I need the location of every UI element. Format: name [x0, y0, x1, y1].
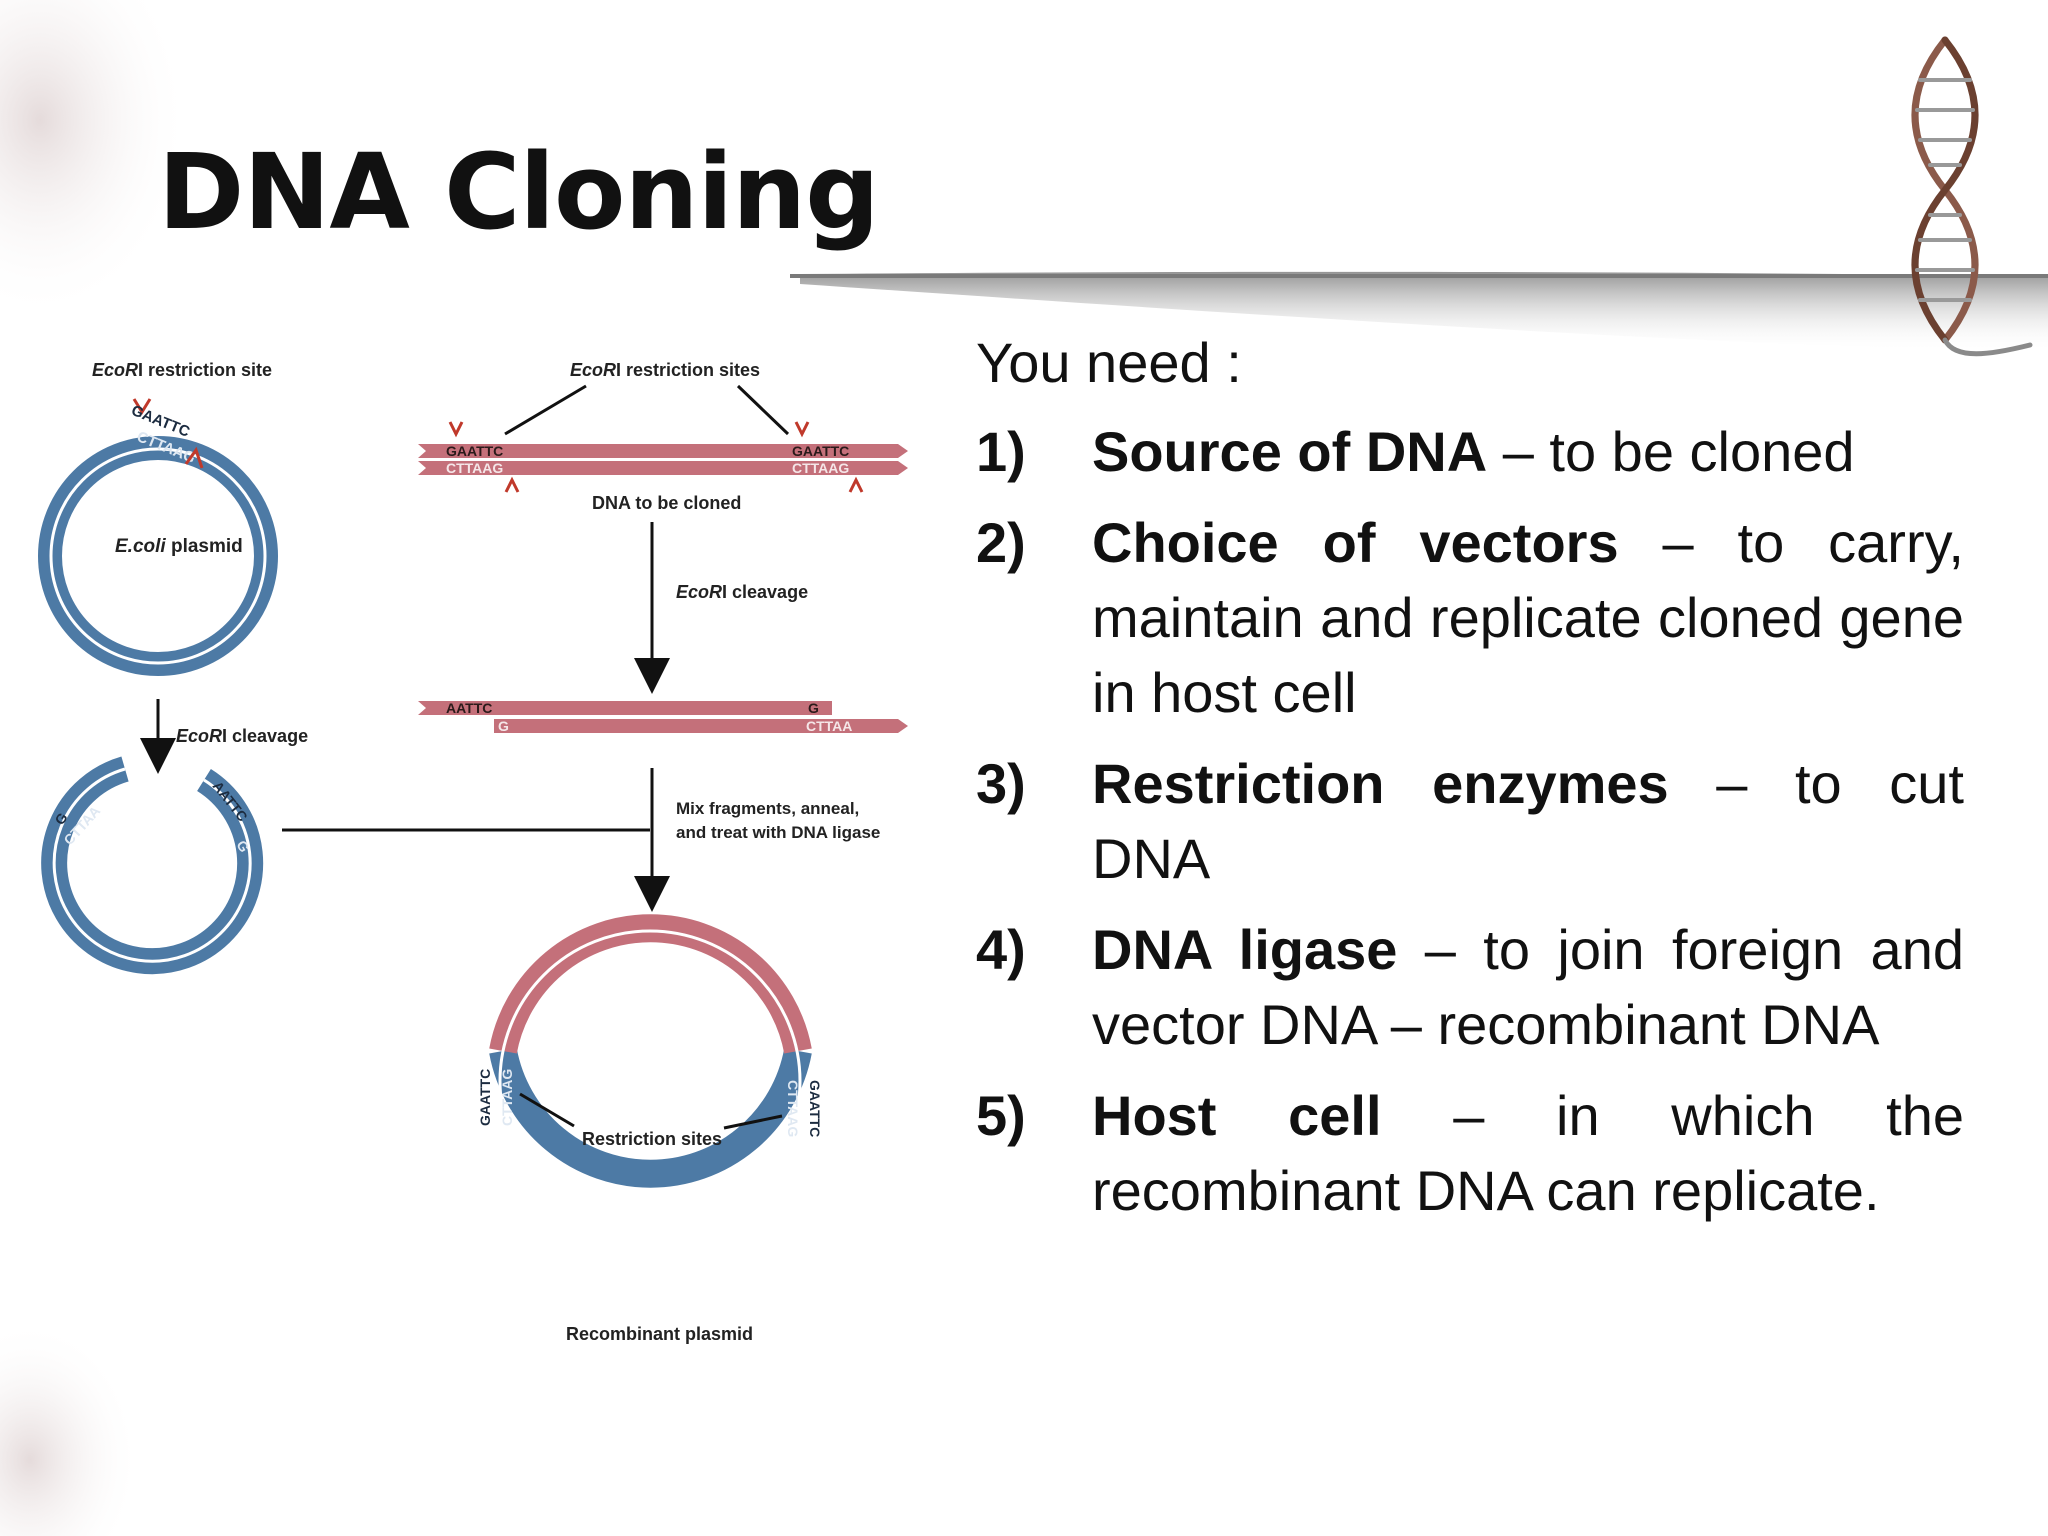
corner-blot-bottom-left	[0, 1320, 140, 1536]
cloning-diagram: EcoRI restriction site GAATTC CTTAAG E.c…	[38, 360, 908, 1344]
item-number: 5)	[976, 1084, 1026, 1147]
dna-to-be-cloned-label: DNA to be cloned	[592, 493, 741, 513]
requirement-item: 2) Choice of vectors – to carry, maintai…	[976, 505, 1964, 730]
seq-cttaag-right: CTTAAG	[792, 460, 849, 476]
seq-gaattc-right: GAATTC	[792, 443, 849, 459]
seq-cttaag-left: CTTAAG	[446, 460, 503, 476]
seq-aattc-fragment: AATTC	[446, 700, 492, 716]
cleavage-label: EcoRI cleavage	[676, 582, 808, 602]
dna-bottom-strand	[418, 461, 908, 475]
item-term: Host cell	[1092, 1084, 1382, 1147]
seq-g-fragment-top: G	[808, 700, 819, 716]
item-body: DNA ligase – to join foreign and vector …	[1092, 912, 1964, 1062]
recombinant-plasmid-label: Recombinant plasmid	[566, 1324, 753, 1344]
header-divider-band	[800, 271, 2048, 352]
seq-cttaa-fragment: CTTAA	[806, 718, 852, 734]
item-body: Host cell – in which the recombinant DNA…	[1092, 1078, 1964, 1228]
fragment-bottom-strand	[494, 719, 908, 733]
item-description: – to be cloned	[1487, 420, 1855, 483]
seq-g-fragment-bottom: G	[498, 718, 509, 734]
requirement-item: 4) DNA ligase – to join foreign and vect…	[976, 912, 1964, 1062]
recombinant-vector-arc	[489, 1048, 812, 1188]
item-number: 2)	[976, 511, 1026, 574]
recombinant-insert-arc	[489, 914, 812, 1054]
intro-text: You need :	[976, 331, 1242, 394]
item-description: – to cut DNA	[1092, 752, 1964, 890]
item-number: 1)	[976, 420, 1026, 483]
mix-label-line2: and treat with DNA ligase	[676, 823, 880, 842]
dna-helix-icon	[1911, 36, 2033, 357]
dna-marker-top-right	[794, 421, 810, 438]
requirement-item: 3) Restriction enzymes – to cut DNA	[976, 746, 1964, 896]
site-pointer-left	[504, 384, 587, 436]
restriction-pointer-right	[723, 1114, 783, 1130]
item-term: DNA ligase	[1092, 918, 1398, 981]
item-term: Restriction enzymes	[1092, 752, 1669, 815]
seq-cttaag-recombinant-left: CTTAAG	[499, 1069, 515, 1126]
ecori-site-label: EcoRI restriction site	[92, 360, 272, 380]
requirement-item: 5) Host cell – in which the recombinant …	[976, 1078, 1964, 1228]
item-term: Choice of vectors	[1092, 511, 1619, 574]
requirements-list: 1) Source of DNA – to be cloned 2) Choic…	[976, 414, 1964, 1228]
dna-marker-bottom-right	[848, 476, 864, 493]
ecoli-plasmid-label: E.coli plasmid	[115, 536, 243, 557]
corner-blot-top-left	[0, 0, 190, 320]
mix-label-line1: Mix fragments, anneal,	[676, 799, 859, 818]
requirements-panel: You need : 1) Source of DNA – to be clon…	[976, 325, 1964, 1244]
item-number: 3)	[976, 752, 1026, 815]
fragment-top-strand	[418, 701, 832, 715]
ecoli-plasmid-inner-line	[49, 447, 267, 665]
site-marker-bottom	[184, 446, 204, 469]
item-description: – in which the recombinant DNA can repli…	[1092, 1084, 1965, 1222]
dna-marker-top-left	[448, 421, 464, 438]
restriction-pointer-left	[519, 1092, 575, 1128]
item-body: Choice of vectors – to carry, maintain a…	[1092, 505, 1964, 730]
slide-title: DNA Cloning	[158, 131, 880, 253]
seq-gaattc-recombinant-right: GAATTC	[807, 1080, 823, 1137]
requirement-item: 1) Source of DNA – to be cloned	[976, 414, 1964, 489]
seq-gaattc-left: GAATTC	[446, 443, 503, 459]
cut-plasmid-inner-line	[52, 767, 252, 963]
site-pointer-right	[736, 384, 790, 436]
dna-marker-bottom-left	[504, 476, 520, 493]
site-marker-top	[132, 398, 152, 415]
recombinant-inner-line	[498, 929, 802, 1233]
restriction-sites-label: Restriction sites	[582, 1129, 722, 1149]
item-number: 4)	[976, 918, 1026, 981]
item-body: Source of DNA – to be cloned	[1092, 414, 1964, 489]
dna-top-strand	[418, 444, 908, 458]
item-term: Source of DNA	[1092, 420, 1488, 483]
item-description: – to carry, maintain and replicate clone…	[1092, 511, 1964, 724]
seq-cttaag-recombinant-right: CTTAAG	[785, 1080, 801, 1137]
item-body: Restriction enzymes – to cut DNA	[1092, 746, 1964, 896]
item-description: – to join foreign and vector DNA – recom…	[1092, 918, 1964, 1056]
seq-gaattc-recombinant-left: GAATTC	[477, 1069, 493, 1126]
left-cleavage-label: EcoRI cleavage	[176, 726, 308, 746]
ecori-sites-label: EcoRI restriction sites	[570, 360, 760, 380]
